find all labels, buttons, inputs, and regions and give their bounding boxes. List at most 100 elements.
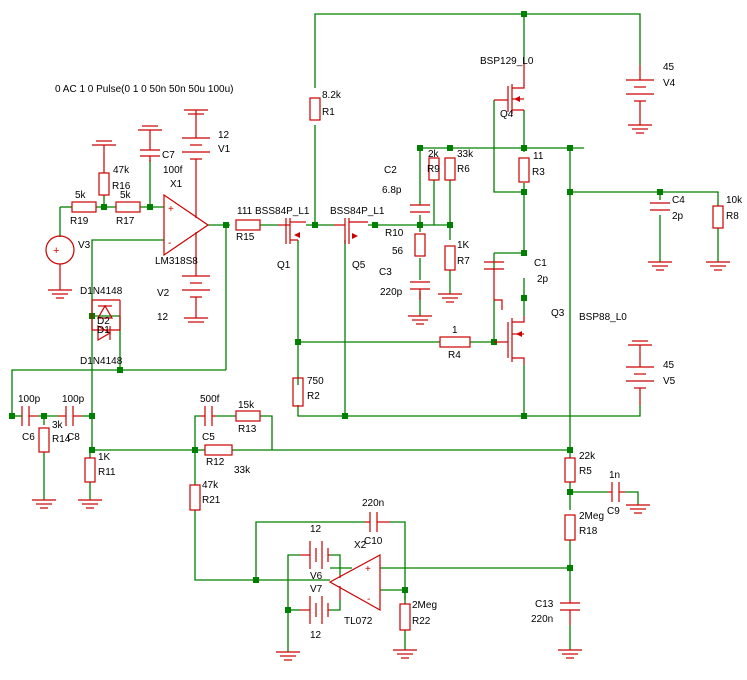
ground-icon bbox=[438, 293, 462, 303]
battery-v1 bbox=[182, 110, 210, 210]
label-lm318: LM318S8 bbox=[155, 256, 198, 267]
grounds bbox=[32, 109, 730, 661]
label-x1: X1 bbox=[170, 179, 183, 190]
resistor-r22 bbox=[399, 603, 411, 631]
label-r8: R8 bbox=[726, 211, 739, 222]
svg-text:+: + bbox=[365, 564, 371, 575]
label-r1: R1 bbox=[322, 107, 335, 118]
label-r14: R14 bbox=[52, 434, 71, 445]
capacitor-c8 bbox=[58, 406, 82, 426]
label-v6-value: 12 bbox=[310, 524, 322, 535]
label-q4-part: BSP129_L0 bbox=[480, 56, 534, 67]
label-v1-value: 12 bbox=[218, 130, 230, 141]
ground-icon bbox=[628, 124, 652, 134]
label-r10-value: 56 bbox=[392, 246, 404, 257]
label-v1: V1 bbox=[218, 144, 231, 155]
resistor-r6 bbox=[444, 157, 456, 181]
label-c6: C6 bbox=[22, 432, 35, 443]
resistor-r2 bbox=[292, 377, 304, 407]
capacitor-c2 bbox=[410, 204, 430, 213]
ground-icon bbox=[78, 499, 102, 509]
label-c4-value: 2p bbox=[672, 211, 684, 222]
label-c6-value: 100p bbox=[18, 394, 41, 405]
label-r4-value: 1 bbox=[452, 325, 458, 336]
label-c8: C8 bbox=[67, 432, 80, 443]
label-r21-value: 47k bbox=[202, 480, 219, 491]
label-r13: R13 bbox=[238, 424, 257, 435]
label-r17: R17 bbox=[116, 216, 135, 227]
ground-icon bbox=[48, 289, 72, 299]
label-v5-value: 45 bbox=[663, 360, 675, 371]
label-r8-value: 10k bbox=[726, 195, 743, 206]
resistor-r18 bbox=[564, 514, 576, 541]
resistor-r5 bbox=[564, 457, 576, 483]
resistor-r3 bbox=[518, 157, 530, 183]
resistor-r4 bbox=[439, 336, 471, 348]
label-c5: C5 bbox=[202, 432, 215, 443]
label-v4: V4 bbox=[663, 78, 676, 89]
label-d1-part: D1N4148 bbox=[80, 356, 123, 367]
ground-icon bbox=[184, 109, 208, 115]
svg-text:-: - bbox=[367, 594, 370, 605]
label-v3: V3 bbox=[78, 240, 91, 251]
label-d2-part: D1N4148 bbox=[80, 286, 123, 297]
diode-d1 bbox=[92, 324, 120, 342]
opamp-x1: + - bbox=[163, 193, 210, 257]
label-v2-value: 12 bbox=[157, 312, 169, 323]
label-r7: R7 bbox=[457, 256, 470, 267]
label-r12-value: 33k bbox=[234, 465, 251, 476]
ac-source-v3: + bbox=[45, 235, 75, 290]
ground-icon bbox=[648, 261, 672, 271]
capacitor-c1 bbox=[484, 261, 504, 310]
label-c5-value: 500f bbox=[200, 394, 220, 405]
label-c3: C3 bbox=[379, 267, 392, 278]
capacitor-c9 bbox=[608, 482, 625, 502]
resistor-r17 bbox=[115, 201, 141, 213]
label-x2: X2 bbox=[354, 540, 367, 551]
label-r19: R19 bbox=[70, 216, 89, 227]
battery-v5 bbox=[626, 345, 654, 405]
capacitor-c6 bbox=[21, 406, 38, 426]
label-r19-value: 5k bbox=[75, 190, 87, 201]
label-d2: D2 bbox=[97, 316, 110, 327]
capacitor-c3 bbox=[410, 281, 430, 300]
label-c9: C9 bbox=[607, 506, 620, 517]
ground-icon bbox=[706, 261, 730, 271]
label-c2-value: 6.8p bbox=[382, 185, 402, 196]
resistor-r9 bbox=[428, 157, 440, 181]
label-r7-value: 1K bbox=[457, 240, 470, 251]
svg-text:+: + bbox=[53, 245, 59, 257]
label-c13-value: 220n bbox=[531, 614, 553, 625]
resistor-r15 bbox=[235, 219, 261, 231]
label-q5-part: BSS84P_L1 bbox=[330, 206, 385, 217]
resistors bbox=[38, 97, 724, 631]
label-r15-value: 111 bbox=[237, 206, 253, 217]
label-r3: R3 bbox=[532, 167, 545, 178]
label-v7-value: 12 bbox=[310, 630, 322, 641]
resistor-r12 bbox=[204, 444, 233, 456]
ground-icon bbox=[393, 649, 417, 659]
battery-v7 bbox=[300, 596, 330, 624]
label-q1-part: BSS84P_L1 bbox=[255, 206, 310, 217]
capacitor-c4 bbox=[650, 202, 670, 211]
label-r6: R6 bbox=[457, 164, 470, 175]
mosfet-q3 bbox=[494, 316, 525, 365]
label-v4-value: 45 bbox=[663, 62, 675, 73]
resistor-r13 bbox=[235, 410, 261, 422]
label-c3-value: 220p bbox=[380, 287, 403, 298]
label-c10: C10 bbox=[364, 536, 383, 547]
label-r18-value: 2Meg bbox=[579, 511, 604, 522]
label-r6-value: 33k bbox=[457, 149, 474, 160]
label-r18: R18 bbox=[579, 526, 598, 537]
ground-icon bbox=[626, 504, 650, 514]
label-r17-value: 5k bbox=[120, 190, 132, 201]
resistor-r19 bbox=[71, 201, 97, 213]
opamps: + - + - bbox=[163, 193, 381, 612]
label-q3: Q3 bbox=[551, 308, 565, 319]
label-r5: R5 bbox=[579, 466, 592, 477]
mosfet-q4 bbox=[494, 62, 525, 114]
label-r2: R2 bbox=[307, 391, 320, 402]
source-label: 0 AC 1 0 Pulse(0 1 0 50n 50n 50u 100u) bbox=[55, 84, 233, 95]
battery-v2 bbox=[182, 248, 210, 318]
